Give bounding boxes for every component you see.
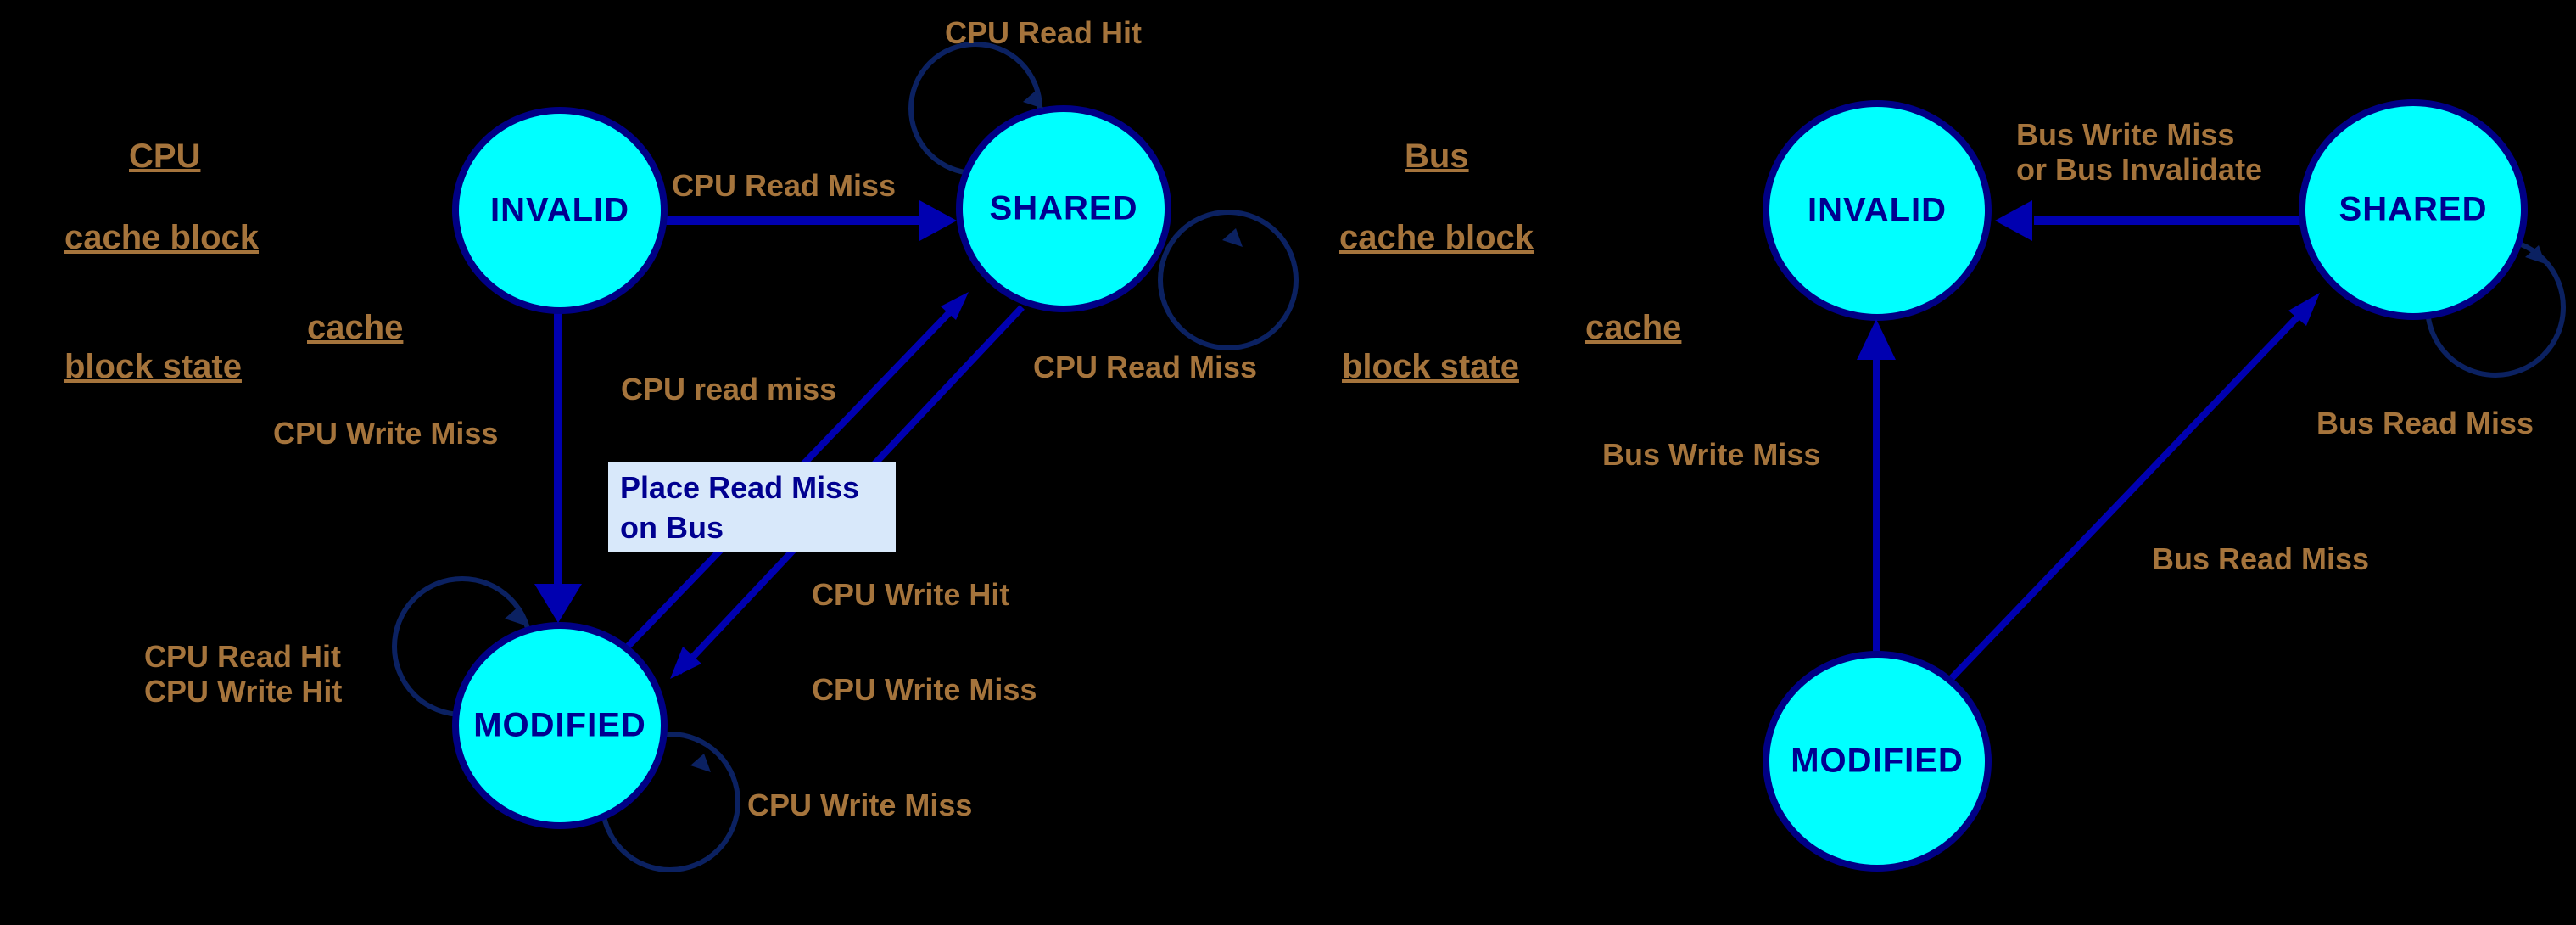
right-header-block-state: block state	[1342, 348, 1519, 385]
right-modified-to-invalid-arrowhead	[1857, 319, 1896, 360]
action-box-line1: Place Read Miss	[620, 470, 860, 505]
right-header-cache: cache	[1585, 309, 1682, 346]
state-nodes	[452, 99, 2528, 872]
left-modified-loop-label: CPU Read Hit CPU Write Hit	[144, 639, 342, 709]
left-modified-left-loop-arrowhead	[505, 607, 525, 625]
left-invalid-to-shared-arrowhead	[919, 200, 957, 241]
right-bus-read-miss-loop-label: Bus Read Miss	[2316, 406, 2534, 440]
place-read-miss-action-box: Place Read Miss on Bus	[608, 462, 896, 552]
right-header-bus: Bus	[1405, 137, 1469, 175]
left-cpu-write-hit-label: CPU Write Hit	[812, 577, 1010, 612]
left-header-cache: cache	[307, 309, 404, 346]
right-bus-read-miss-diag-label: Bus Read Miss	[2152, 541, 2370, 576]
right-bus-write-miss-line2: or Bus Invalidate	[2016, 152, 2263, 188]
left-shared-to-modified-arrowhead	[670, 647, 701, 679]
left-cpu-read-miss-diag-label: CPU read miss	[621, 372, 837, 406]
right-invalid-node	[1763, 100, 1992, 321]
left-header-block-state: block state	[64, 348, 242, 385]
loop-arrowheads	[505, 90, 2545, 772]
left-cpu-write-miss-loop-label: CPU Write Miss	[747, 788, 973, 822]
left-modified-to-shared-arrowhead	[941, 292, 969, 320]
right-bus-write-miss-line1: Bus Write Miss	[2016, 117, 2235, 152]
right-invalid-label: INVALID	[1807, 191, 1947, 229]
left-cpu-read-miss-loop-label: CPU Read Miss	[1033, 350, 1258, 384]
right-modified-to-shared-arrow	[1948, 311, 2303, 681]
right-shared-node	[2299, 99, 2528, 320]
right-header-cache-block: cache block	[1339, 219, 1534, 256]
left-modified-loop-label-line1: CPU Read Hit	[144, 639, 342, 674]
left-shared-right-loop-arrowhead	[1222, 228, 1243, 247]
right-shared-loop-arrowhead	[2525, 245, 2545, 264]
left-modified-bottom-loop-arrowhead	[690, 754, 711, 772]
left-modified-loop-label-line2: CPU Write Hit	[144, 674, 343, 709]
right-modified-node	[1763, 651, 1992, 872]
left-invalid-node	[452, 107, 668, 314]
right-bus-write-miss-invalidate-label: Bus Write Miss or Bus Invalidate	[2016, 117, 2262, 188]
action-box-line2: on Bus	[620, 509, 724, 545]
left-shared-label: SHARED	[989, 189, 1138, 227]
right-bus-write-miss-label: Bus Write Miss	[1602, 437, 1821, 472]
arrowheads	[534, 200, 2320, 679]
left-invalid-label: INVALID	[489, 191, 630, 229]
left-cpu-read-hit-label: CPU Read Hit	[945, 15, 1143, 50]
right-modified-to-shared-arrowhead	[2288, 293, 2320, 326]
left-header-cpu: CPU	[129, 137, 201, 175]
left-invalid-to-modified-arrowhead	[534, 584, 582, 623]
right-shared-label: SHARED	[2339, 190, 2488, 228]
right-shared-to-invalid-arrowhead	[1995, 200, 2032, 241]
left-cpu-write-miss-label: CPU Write Miss	[273, 416, 499, 451]
left-modified-label: MODIFIED	[473, 706, 646, 744]
left-cpu-write-miss-mid-label: CPU Write Miss	[812, 672, 1037, 707]
left-shared-right-loop	[1158, 210, 1299, 350]
left-shared-node	[956, 105, 1171, 312]
right-modified-label: MODIFIED	[1791, 742, 1964, 780]
left-cpu-read-miss-label: CPU Read Miss	[672, 168, 897, 203]
left-modified-node	[452, 622, 668, 829]
left-header-cache-block: cache block	[64, 219, 260, 256]
left-shared-top-loop-arrowhead	[1023, 90, 1043, 109]
